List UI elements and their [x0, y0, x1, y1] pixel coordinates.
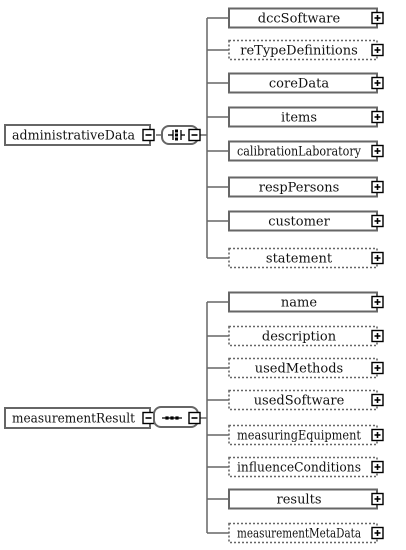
- expand-icon[interactable]: [371, 43, 384, 57]
- description-element[interactable]: description: [228, 325, 384, 347]
- all-compositor-icon: [168, 129, 185, 141]
- statement-label: statement: [266, 252, 333, 267]
- expand-icon[interactable]: [371, 251, 384, 265]
- measurement-result-label: measurementResult: [12, 412, 136, 427]
- measurement-result-element[interactable]: measurementResult: [4, 407, 155, 429]
- collapse-icon[interactable]: [142, 128, 155, 142]
- collapse-icon[interactable]: [188, 128, 201, 142]
- expand-icon[interactable]: [371, 144, 384, 158]
- expand-icon[interactable]: [371, 428, 384, 442]
- administrative-data-element[interactable]: administrativeData: [4, 124, 155, 146]
- all-compositor[interactable]: [161, 125, 201, 145]
- expand-icon[interactable]: [371, 526, 384, 540]
- expand-icon[interactable]: [371, 180, 384, 194]
- expand-icon[interactable]: [371, 460, 384, 474]
- connector-lines: [154, 301, 229, 534]
- collapse-icon[interactable]: [188, 411, 201, 425]
- results-label: results: [276, 493, 321, 508]
- core-data-label: coreData: [269, 77, 329, 92]
- measuring-equipment-element[interactable]: measuringEquipment: [228, 424, 384, 446]
- expand-icon[interactable]: [371, 110, 384, 124]
- customer-label: customer: [268, 215, 330, 230]
- administrative-data-label: administrativeData: [12, 129, 135, 144]
- items-label: items: [281, 111, 317, 126]
- administrative-data-group: administrativeData dccSoftware reTypeDefin…: [4, 7, 384, 269]
- resp-persons-element[interactable]: respPersons: [228, 176, 384, 198]
- sequence-compositor-icon: [162, 416, 182, 420]
- expand-icon[interactable]: [371, 492, 384, 506]
- sequence-compositor[interactable]: [153, 406, 201, 428]
- items-element[interactable]: items: [228, 106, 384, 128]
- calibration-laboratory-element[interactable]: calibrationLaboratory: [228, 140, 384, 162]
- influence-conditions-element[interactable]: influenceConditions: [228, 456, 384, 478]
- statement-element[interactable]: statement: [228, 247, 384, 269]
- measuring-equipment-label: measuringEquipment: [237, 429, 362, 444]
- re-type-definitions-label: reTypeDefinitions: [240, 44, 358, 59]
- core-data-element[interactable]: coreData: [228, 72, 384, 94]
- name-label: name: [281, 296, 317, 311]
- dcc-software-label: dccSoftware: [258, 12, 341, 27]
- measurement-result-group: measurementResult name description usedMeth…: [4, 291, 384, 544]
- dcc-software-element[interactable]: dccSoftware: [228, 7, 384, 29]
- results-element[interactable]: results: [228, 488, 384, 510]
- description-label: description: [262, 330, 337, 345]
- expand-icon[interactable]: [371, 11, 384, 25]
- used-methods-element[interactable]: usedMethods: [228, 357, 384, 379]
- expand-icon[interactable]: [371, 214, 384, 228]
- expand-icon[interactable]: [371, 361, 384, 375]
- collapse-icon[interactable]: [142, 411, 155, 425]
- expand-icon[interactable]: [371, 393, 384, 407]
- measurement-meta-data-element[interactable]: measurementMetaData: [228, 522, 384, 544]
- used-software-label: usedSoftware: [254, 394, 345, 409]
- used-methods-label: usedMethods: [255, 362, 343, 377]
- customer-element[interactable]: customer: [228, 210, 384, 232]
- re-type-definitions-element[interactable]: reTypeDefinitions: [228, 39, 384, 61]
- measurement-meta-data-label: measurementMetaData: [237, 527, 361, 542]
- expand-icon[interactable]: [371, 329, 384, 343]
- expand-icon[interactable]: [371, 76, 384, 90]
- influence-conditions-label: influenceConditions: [237, 461, 361, 476]
- used-software-element[interactable]: usedSoftware: [228, 389, 384, 411]
- connector-lines: [156, 17, 229, 259]
- name-element[interactable]: name: [228, 291, 384, 313]
- resp-persons-label: respPersons: [259, 181, 340, 196]
- expand-icon[interactable]: [371, 295, 384, 309]
- calibration-laboratory-label: calibrationLaboratory: [237, 145, 362, 160]
